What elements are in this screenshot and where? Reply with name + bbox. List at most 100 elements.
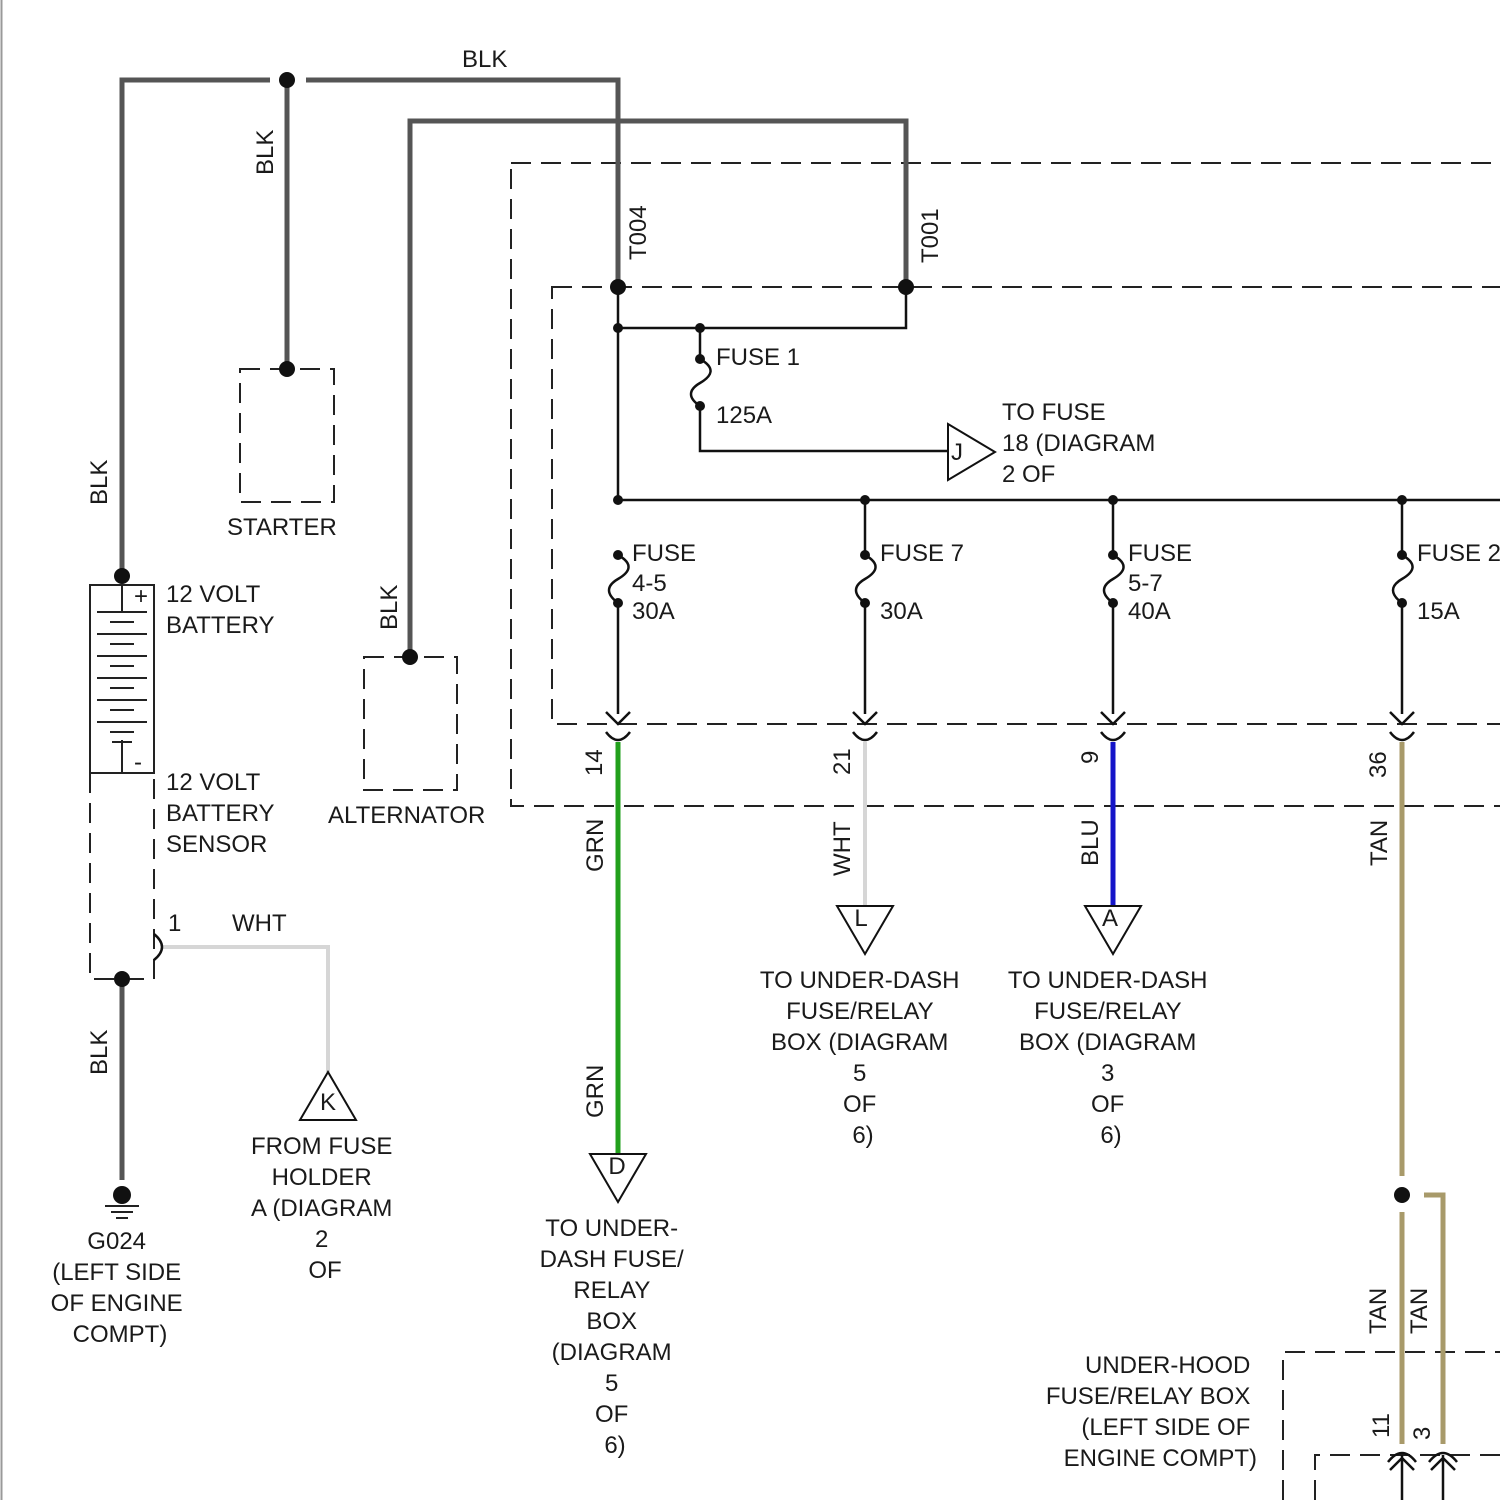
fuse45-label: FUSE 4-5 30A xyxy=(632,540,703,625)
connector-a-text-line: OF xyxy=(1091,1091,1124,1118)
pin-11: 11 xyxy=(1368,1413,1395,1438)
fuse2-name: FUSE 2 xyxy=(1417,540,1500,567)
connector-l-text-line: 6) xyxy=(852,1122,873,1149)
connector-l-text-line: 5 xyxy=(853,1060,866,1087)
connector-a-text-line: 6) xyxy=(1100,1122,1121,1149)
wire-label-blk-battery: BLK xyxy=(86,460,113,505)
wire-label-blk-ground: BLK xyxy=(86,1030,113,1075)
battery-symbol: + - xyxy=(90,583,154,776)
ground-label: G024 (LEFT SIDE OF ENGINE COMPT) xyxy=(51,1228,190,1348)
connector-d-text-line: OF xyxy=(595,1401,628,1428)
fuse45-rating: 30A xyxy=(632,598,675,625)
connector-a-text: TO UNDER-DASH FUSE/RELAY BOX (DIAGRAM 3 … xyxy=(1008,967,1214,1149)
pin-21: 21 xyxy=(829,748,856,775)
ground-symbol xyxy=(105,1186,139,1218)
battery-sensor-label-line: 12 VOLT xyxy=(166,769,261,796)
wire-label-grn-upper: GRN xyxy=(582,819,609,872)
alternator-box xyxy=(364,657,457,790)
wire-label-grn-lower: GRN xyxy=(582,1065,609,1118)
sensor-pin-1: 1 xyxy=(168,910,181,937)
fuse45-squiggle xyxy=(609,555,629,603)
connector-d-text-line: 6) xyxy=(604,1432,625,1459)
wire-label-tan-fuse2: TAN xyxy=(1366,820,1393,866)
connector-k-text: FROM FUSE HOLDER A (DIAGRAM 2 OF xyxy=(251,1133,399,1284)
connector-d-text-line: (DIAGRAM xyxy=(552,1339,672,1366)
connector-k-text-line: HOLDER xyxy=(272,1164,372,1191)
alternator-label: ALTERNATOR xyxy=(328,802,485,829)
connector-k-letter: K xyxy=(320,1089,336,1116)
battery-minus-sign: - xyxy=(134,749,142,776)
wire-label-tan-lower-right: TAN xyxy=(1406,1288,1433,1334)
connector-l-text-line: OF xyxy=(843,1091,876,1118)
battery-label-line: 12 VOLT xyxy=(166,581,261,608)
connector-l-text-line: FUSE/RELAY xyxy=(786,998,934,1025)
starter-label: STARTER xyxy=(227,514,337,541)
battery-sensor-label: 12 VOLT BATTERY SENSOR xyxy=(166,769,281,858)
underhood-box-label-line: ENGINE COMPT) xyxy=(1064,1445,1257,1472)
battery-sensor-box xyxy=(90,773,154,979)
fuse7-name: FUSE 7 xyxy=(880,540,964,567)
fuse57-name-line: FUSE xyxy=(1128,540,1192,567)
underhood-box-label-line: (LEFT SIDE OF xyxy=(1081,1414,1250,1441)
fuse7-rating: 30A xyxy=(880,598,923,625)
connector-a-text-line: TO UNDER-DASH xyxy=(1008,967,1208,994)
connector-a-text-line: BOX (DIAGRAM xyxy=(1019,1029,1196,1056)
fuse45-name-line: FUSE xyxy=(632,540,696,567)
terminal-t004: T004 xyxy=(625,205,652,260)
underhood-box-label-line: UNDER-HOOD xyxy=(1085,1352,1250,1379)
connector-k-text-line: A (DIAGRAM xyxy=(251,1195,392,1222)
battery-sensor-label-line: BATTERY xyxy=(166,800,274,827)
connector-d-text-line: TO UNDER- xyxy=(545,1215,678,1242)
ground-label-line: (LEFT SIDE xyxy=(52,1259,181,1286)
connector-k-text-line: OF xyxy=(308,1257,341,1284)
connector-a-letter: A xyxy=(1102,905,1118,932)
battery-sensor-label-line: SENSOR xyxy=(166,831,267,858)
wire-label-wht-fuse7: WHT xyxy=(829,821,856,876)
ground-label-line: G024 xyxy=(87,1228,146,1255)
connector-a-text-line: FUSE/RELAY xyxy=(1034,998,1182,1025)
connector-a-text-line: 3 xyxy=(1101,1060,1114,1087)
wire-label-blu: BLU xyxy=(1077,819,1104,866)
fuse1-squiggle xyxy=(691,359,711,406)
splice-dots xyxy=(114,72,1410,1203)
connector-k-text-line: FROM FUSE xyxy=(251,1133,392,1160)
fuse2-rating: 15A xyxy=(1417,598,1460,625)
fuse1-name: FUSE 1 xyxy=(716,344,800,371)
wire-label-blk-alternator: BLK xyxy=(376,585,403,630)
connector-d-letter: D xyxy=(608,1153,625,1180)
connector-d-text-line: 5 xyxy=(605,1370,618,1397)
battery-label: 12 VOLT BATTERY xyxy=(166,581,274,639)
connector-j-text-line: 2 OF xyxy=(1002,461,1055,488)
pin-9: 9 xyxy=(1077,751,1104,764)
fuse2-squiggle xyxy=(1393,555,1413,603)
fuse1-rating: 125A xyxy=(716,402,772,429)
ground-label-line: OF ENGINE xyxy=(51,1290,183,1317)
wire-label-blk-top: BLK xyxy=(462,46,507,73)
connector-l-text: TO UNDER-DASH FUSE/RELAY BOX (DIAGRAM 5 … xyxy=(760,967,966,1149)
blk-wire-splice-to-t004 xyxy=(306,80,618,287)
ground-label-line: COMPT) xyxy=(73,1321,168,1348)
terminal-t001: T001 xyxy=(917,208,944,263)
connector-l-text-line: TO UNDER-DASH xyxy=(760,967,960,994)
pin-3: 3 xyxy=(1409,1427,1436,1440)
wire-label-blk-starter: BLK xyxy=(252,130,279,175)
fuse57-name-line: 5-7 xyxy=(1128,570,1163,597)
underhood-box-label-line: FUSE/RELAY BOX xyxy=(1046,1383,1251,1410)
battery-plus-sign: + xyxy=(134,583,148,610)
underhood-box-inner xyxy=(552,287,1500,724)
starter-box xyxy=(240,369,334,502)
connector-d-text-line: DASH FUSE/ xyxy=(540,1246,684,1273)
connector-l-letter: L xyxy=(854,905,867,932)
connector-l-text-line: BOX (DIAGRAM xyxy=(771,1029,948,1056)
fuse57-squiggle xyxy=(1104,555,1124,603)
connector-j-text-line: 18 (DIAGRAM xyxy=(1002,430,1155,457)
underhood-box-label: UNDER-HOOD FUSE/RELAY BOX (LEFT SIDE OF … xyxy=(1046,1352,1257,1472)
wire-label-wht-sensor: WHT xyxy=(232,910,287,937)
connector-d-text: TO UNDER- DASH FUSE/ RELAY BOX (DIAGRAM … xyxy=(540,1215,691,1459)
connector-d-text-line: BOX xyxy=(586,1308,637,1335)
fuse7-squiggle xyxy=(856,555,876,603)
connector-j-text-line: TO FUSE xyxy=(1002,399,1106,426)
connector-d-text-line: RELAY xyxy=(573,1277,650,1304)
connector-k-text-line: 2 xyxy=(315,1226,328,1253)
